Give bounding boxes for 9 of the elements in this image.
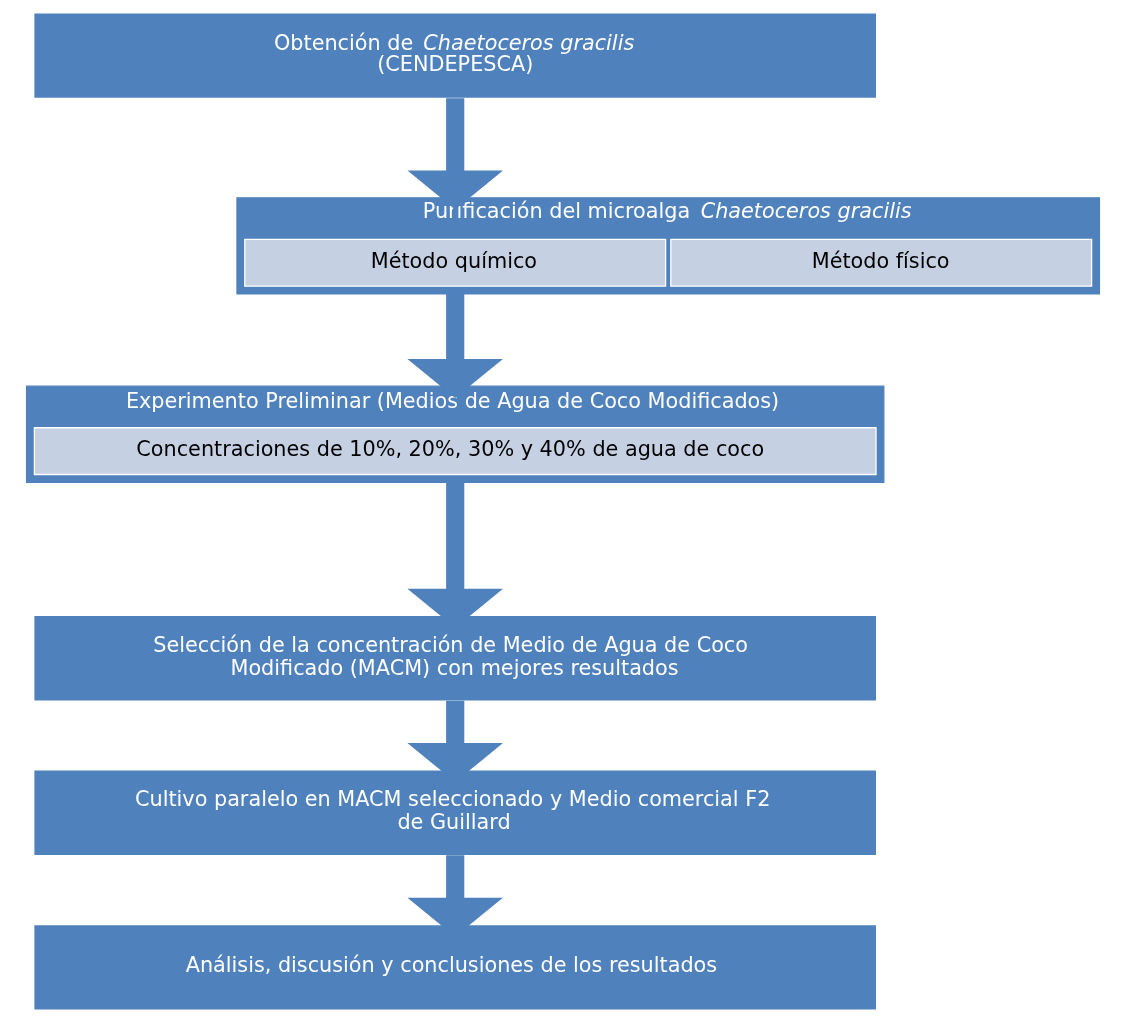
node-box: Análisis, discusión y conclusiones de los resultados xyxy=(34,925,876,1010)
node-box: Método físico xyxy=(670,238,1093,287)
arrow xyxy=(407,98,503,210)
node-box: Método químico xyxy=(244,238,667,287)
node-box: Obtención de Chaetoceros gracilis (CENDEPESCA) xyxy=(34,13,876,98)
node-box: Selección de la concentración de Medio de Agua de Coco Modificado (MACM) con mejores resultados xyxy=(34,616,876,701)
node-box: Cultivo paralelo en MACM seleccionado y Medio comercial F2 de Guillard xyxy=(34,770,876,856)
arrow xyxy=(407,293,503,398)
node-box: Concentraciones de 10%, 20%, 30% y 40% de agua de coco xyxy=(33,427,877,476)
